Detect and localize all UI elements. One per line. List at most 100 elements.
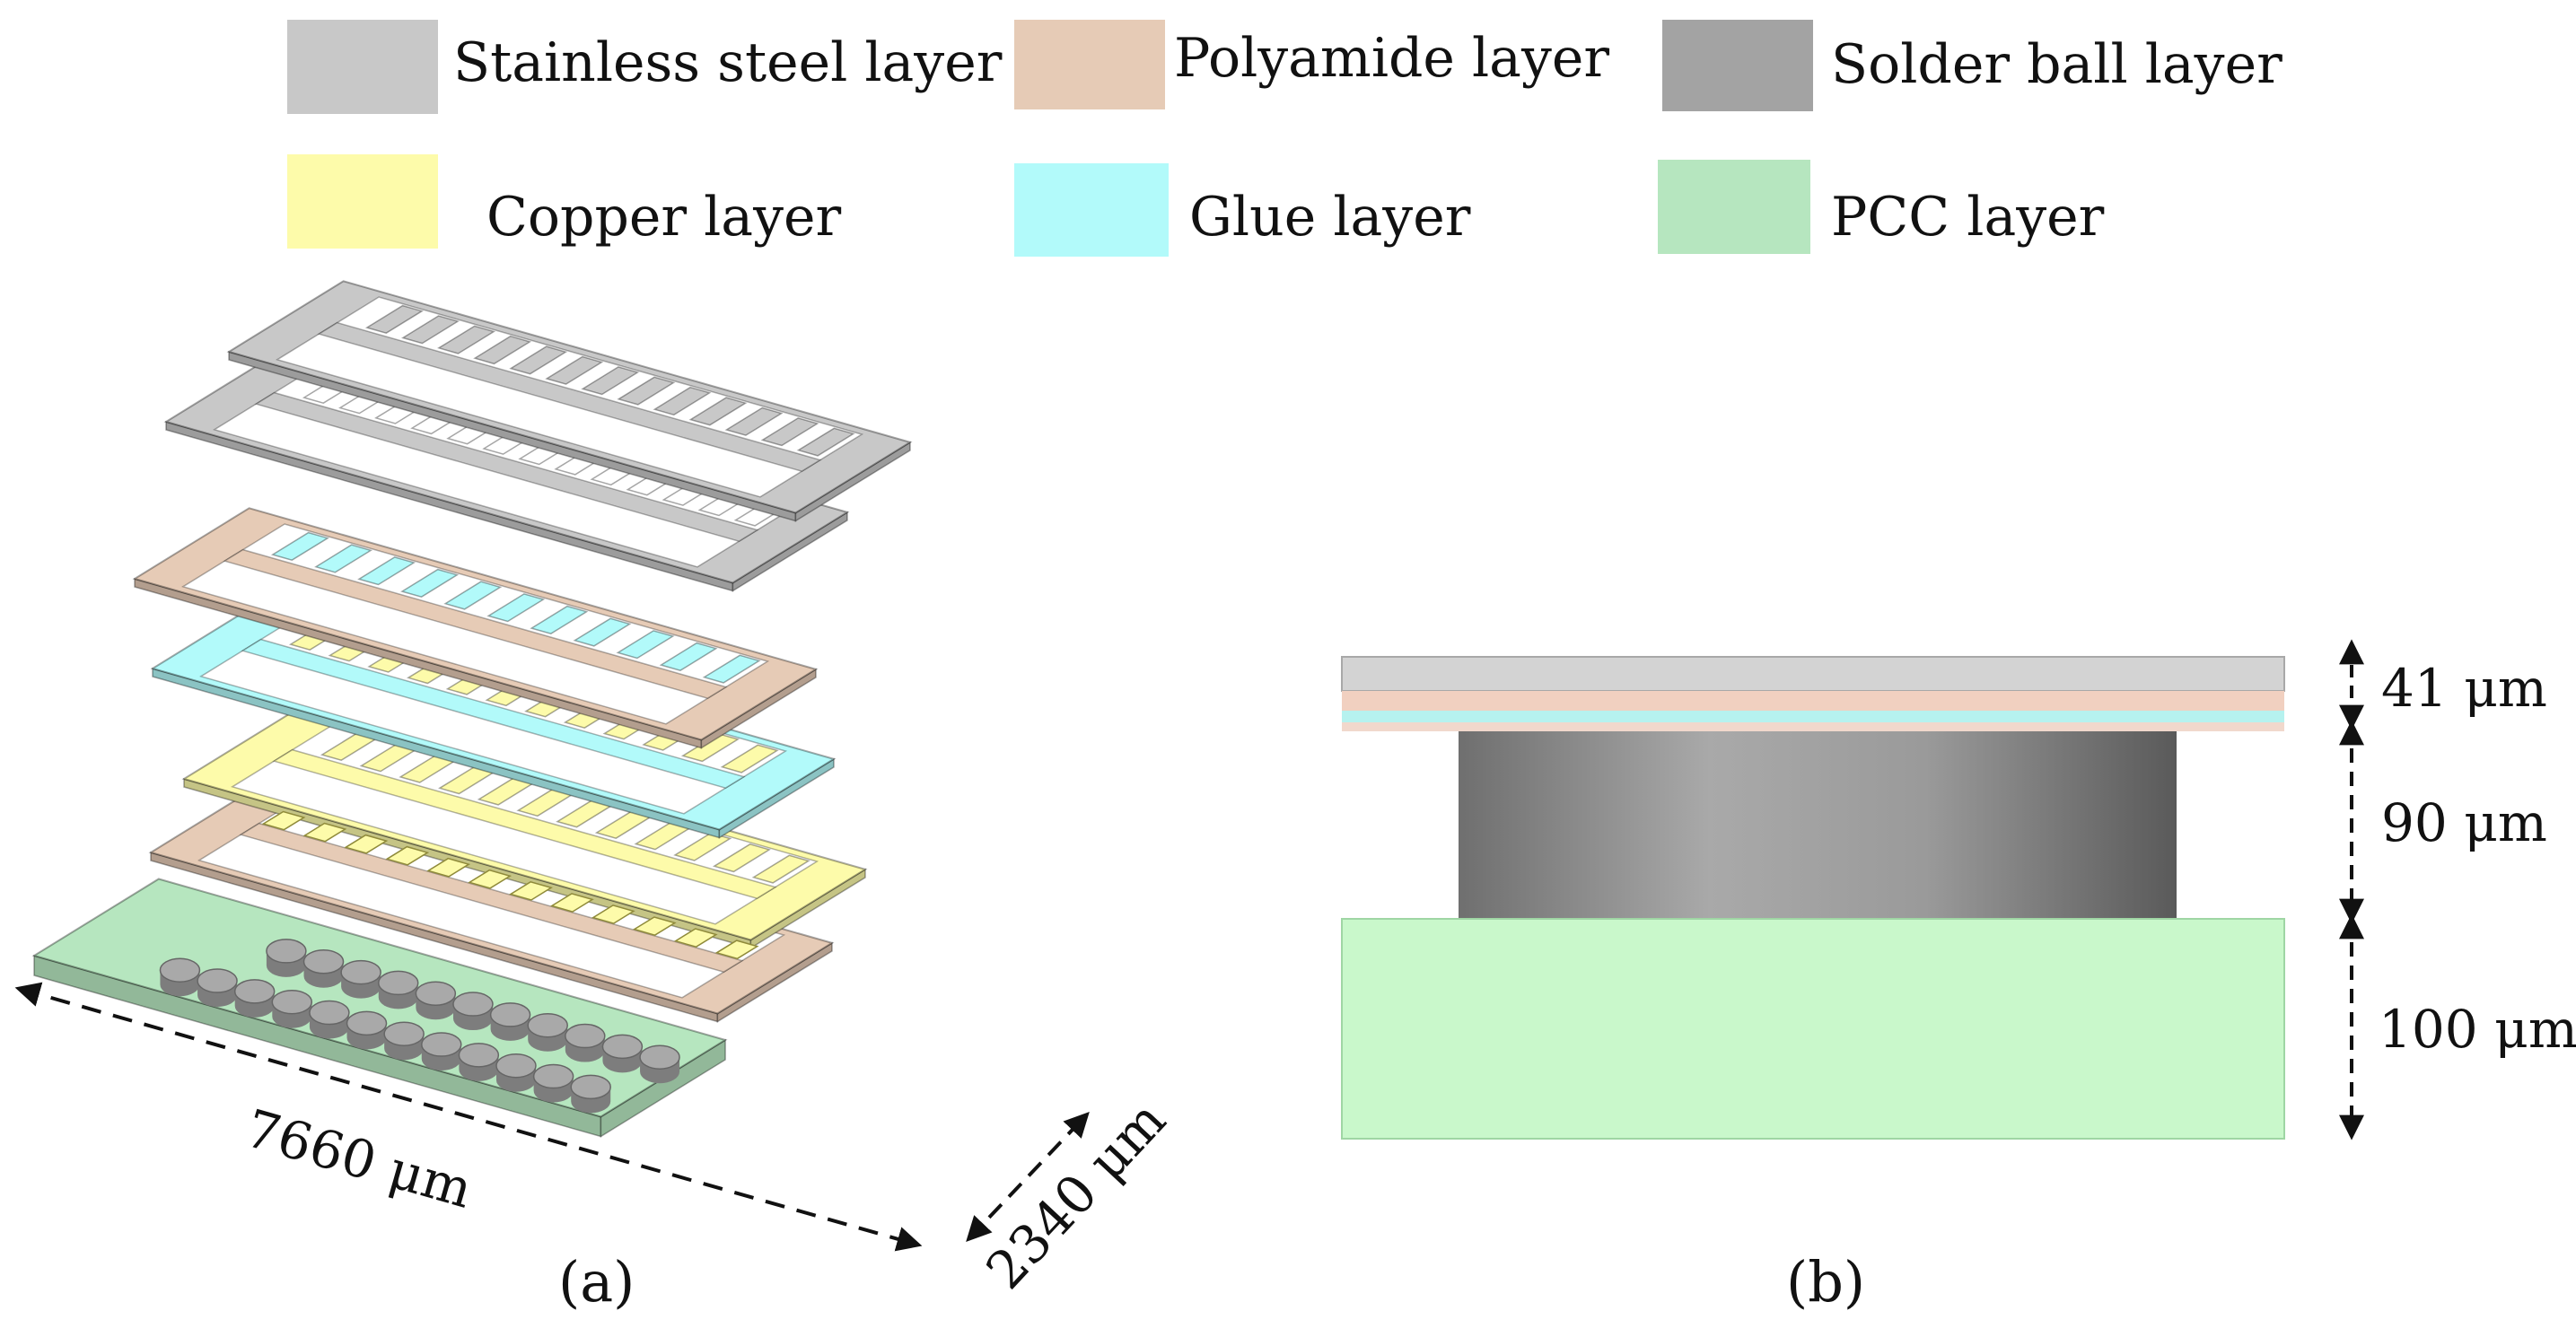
solder-pad-front: [159, 957, 201, 983]
polyamide-layer-top-window: [443, 581, 503, 610]
legend-item-stainless-steel: Stainless steel layer: [287, 20, 1003, 114]
steel-layer-top-window: [473, 335, 532, 365]
polyamide-layer-top-window: [270, 531, 329, 562]
copper-pad: [509, 880, 553, 901]
steel-layer-top-window: [617, 376, 676, 406]
cross-section-steel-layer: [1341, 656, 2285, 692]
copper-layer-window: [751, 854, 810, 884]
steel-layer-top-window: [653, 386, 712, 416]
polyamide-layer-top-window: [659, 642, 718, 672]
solder-pad-back: [340, 959, 381, 985]
copper-pad: [673, 928, 718, 948]
legend-swatch-pcc: [1658, 160, 1810, 254]
solder-pad-front: [421, 1032, 462, 1057]
copper-layer-rail: [272, 748, 777, 900]
copper-pad: [261, 810, 306, 831]
steel-layer-top-window: [545, 355, 604, 385]
exploded-view: [31, 280, 913, 1138]
solder-pad-front: [346, 1010, 388, 1036]
cross-section-copper-layer: [1342, 722, 2284, 731]
polyamide-layer-top-window: [357, 556, 416, 586]
steel-layer-top-rail: [317, 321, 822, 473]
legend-label-pcc: PCC layer: [1831, 186, 2105, 249]
legend-item-copper: Copper layer: [287, 154, 841, 249]
solder-pad-back: [452, 992, 494, 1017]
polyamide-layer-top-rail: [223, 548, 728, 700]
solder-pad-front: [233, 979, 276, 1004]
solder-pad-front: [570, 1074, 611, 1100]
cross-section-glue-layer: [1342, 711, 2284, 722]
polyamide-layer-top-window: [400, 568, 460, 599]
steel-layer-bottom-side-edge: [732, 511, 848, 592]
legend-item-solder-ball: Solder ball layer: [1662, 20, 2282, 111]
solder-pad-back: [527, 1012, 568, 1038]
copper-pad: [632, 916, 677, 937]
solder-pad-front: [197, 968, 238, 993]
legend-item-polyamide: Polyamide layer: [1014, 20, 1609, 109]
solder-pad-back: [639, 1044, 680, 1070]
copper-pad: [714, 939, 759, 960]
legend-item-pcc: PCC layer: [1658, 160, 2105, 254]
solder-pad-back: [377, 970, 419, 996]
steel-layer-top-window: [688, 397, 748, 426]
copper-pad: [549, 893, 594, 913]
solder-pad-back: [565, 1023, 606, 1049]
panel-a-caption: (a): [558, 1249, 635, 1315]
glue-layer-rail: [241, 638, 746, 790]
steel-layer-top-window: [796, 427, 855, 457]
copper-pad: [468, 869, 513, 889]
copper-pad: [344, 834, 389, 854]
solder-pad-front: [458, 1043, 500, 1068]
legend-label-copper: Copper layer: [486, 186, 841, 249]
copper-pad: [426, 857, 471, 878]
steel-layer-top-window: [724, 406, 784, 436]
polyamide-layer-top-window: [616, 630, 675, 660]
glue-layer-side-edge: [718, 757, 835, 839]
steel-layer-top-window: [364, 304, 424, 335]
cross-section-polyamide-layer: [1342, 691, 2284, 711]
legend-label-glue: Glue layer: [1189, 186, 1471, 249]
dimension-label-100: 100 μm: [2379, 999, 2576, 1060]
polyamide-layer-top-window: [314, 544, 372, 573]
solder-pad-front: [271, 989, 313, 1015]
legend-swatch-stainless-steel: [287, 20, 438, 114]
dimension-label-90: 90 μm: [2381, 792, 2547, 853]
steel-layer-top-window: [760, 417, 819, 447]
steel-layer-top-window: [509, 345, 568, 375]
copper-layer-window: [673, 832, 732, 861]
copper-pad: [591, 904, 635, 924]
steel-layer-top-window: [401, 315, 460, 345]
steel-layer-bottom-rail: [254, 391, 759, 543]
legend: Stainless steel layer Polyamide layer So…: [287, 20, 2282, 257]
solder-pad-front: [383, 1021, 425, 1046]
legend-label-solder-ball: Solder ball layer: [1831, 33, 2282, 96]
legend-label-stainless-steel: Stainless steel layer: [453, 31, 1003, 94]
solder-pad-back: [601, 1034, 644, 1060]
solder-pad-back: [489, 1002, 531, 1027]
solder-pad-back: [266, 939, 307, 964]
cross-section-solder-ball: [1459, 731, 2177, 920]
polyamide-layer-top-window: [702, 654, 761, 684]
cross-section: [1341, 656, 2285, 1140]
solder-pad-front: [495, 1053, 537, 1079]
copper-pad: [302, 822, 347, 843]
solder-pad-front: [309, 1000, 350, 1026]
polyamide-layer-top-window: [573, 617, 632, 647]
legend-swatch-solder-ball: [1662, 20, 1813, 111]
legend-swatch-glue: [1014, 163, 1169, 257]
solder-pad-front: [532, 1063, 574, 1089]
length-label: 7660 μm: [239, 1097, 478, 1220]
cross-section-pcc-layer: [1341, 918, 2285, 1140]
solder-pad-back: [302, 948, 345, 974]
legend-item-glue: Glue layer: [1014, 163, 1471, 257]
copper-layer-window: [712, 843, 771, 873]
polyamide-layer-top-window: [486, 593, 546, 623]
steel-layer-top-window: [437, 325, 496, 354]
steel-layer-top-window: [581, 366, 640, 396]
panel-b-caption: (b): [1786, 1249, 1865, 1315]
glue-layer-window: [720, 744, 779, 773]
copper-pad: [385, 845, 430, 866]
length-dimension-arrow: [14, 982, 923, 1252]
